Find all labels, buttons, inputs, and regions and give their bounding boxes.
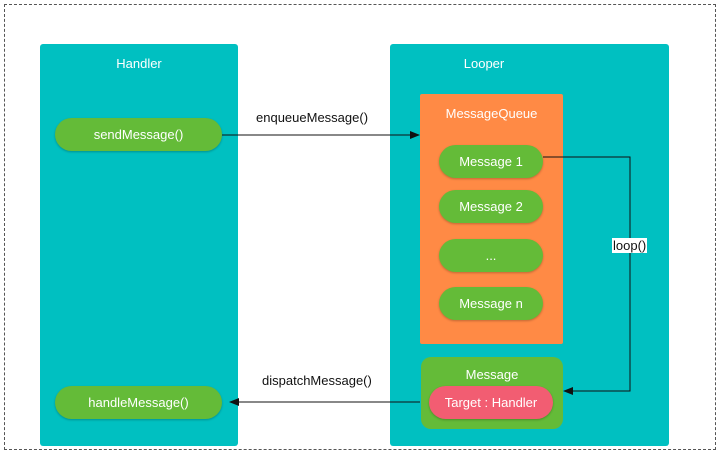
- current-message-box: Message Target : Handler: [421, 357, 563, 429]
- handler-panel: Handler sendMessage() handleMessage(): [40, 44, 238, 446]
- handler-title: Handler: [116, 56, 162, 71]
- looper-panel: Looper MessageQueue Message 1 Message 2 …: [390, 44, 669, 446]
- queue-message-2: Message 2: [439, 190, 543, 223]
- send-message-node: sendMessage(): [55, 118, 222, 151]
- message-queue-box: MessageQueue Message 1 Message 2 ... Mes…: [420, 94, 563, 344]
- dispatch-label: dispatchMessage(): [262, 373, 372, 388]
- loop-arrow: [543, 156, 631, 395]
- loop-label: loop(): [612, 238, 648, 253]
- diagram-frame: [4, 4, 716, 450]
- current-message-title: Message: [465, 367, 519, 382]
- queue-message-ellipsis: ...: [439, 239, 543, 272]
- enqueue-label: enqueueMessage(): [256, 110, 369, 125]
- target-handler-node: Target : Handler: [429, 386, 553, 419]
- queue-message-1: Message 1: [439, 145, 543, 178]
- looper-title: Looper: [463, 56, 505, 71]
- message-queue-title: MessageQueue: [445, 106, 538, 121]
- handle-message-node: handleMessage(): [55, 386, 222, 419]
- queue-message-n: Message n: [439, 287, 543, 320]
